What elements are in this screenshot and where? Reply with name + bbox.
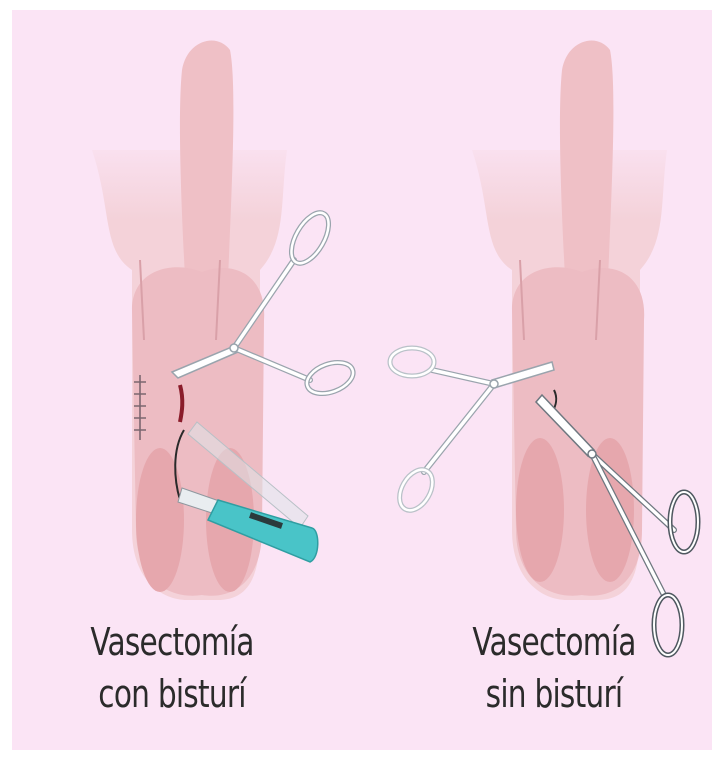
caption-line-2: sin bisturí [453,668,656,720]
caption-line-1: Vasectomía [453,616,656,668]
anatomy-right [462,40,682,600]
caption-line-1: Vasectomía [71,616,274,668]
caption-with-scalpel: Vasectomía con bisturí [71,616,274,720]
illustration-frame: Vasectomía con bisturí Vasectomía sin bi… [12,10,712,750]
caption-line-2: con bisturí [71,668,274,720]
caption-without-scalpel: Vasectomía sin bisturí [453,616,656,720]
